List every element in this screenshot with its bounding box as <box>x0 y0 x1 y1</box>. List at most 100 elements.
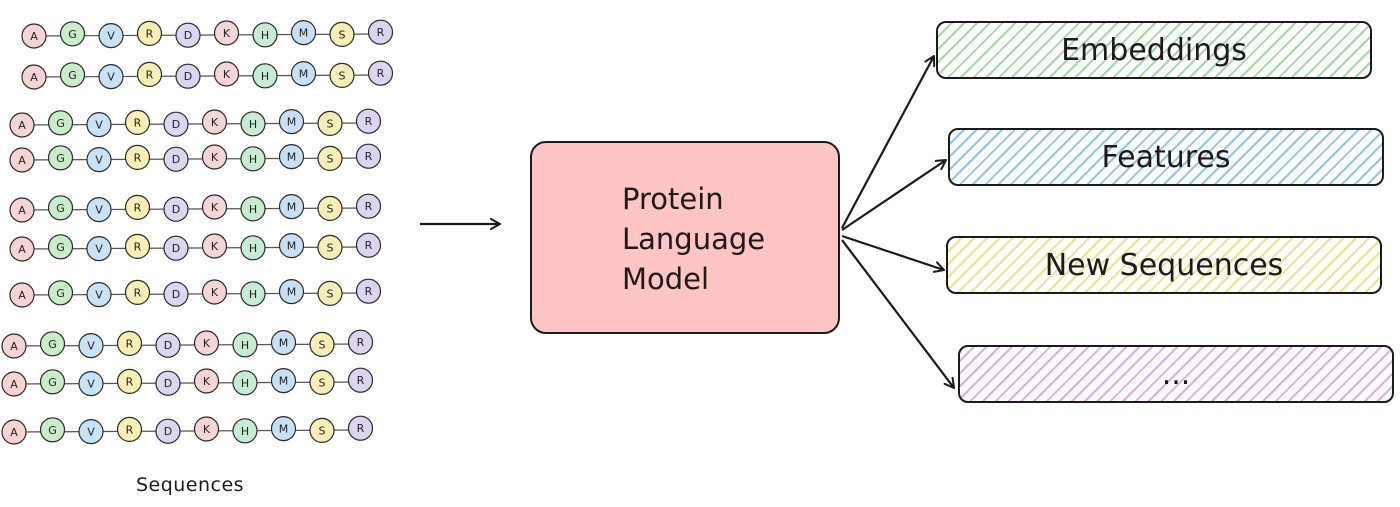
residue-letter: R <box>134 116 142 129</box>
residue-circle <box>175 63 201 89</box>
residue-letter: M <box>279 375 289 388</box>
residue-letter: K <box>211 151 219 164</box>
residue-circle <box>201 109 228 135</box>
residue-letter: M <box>287 201 297 214</box>
residue-letter: S <box>319 338 326 351</box>
residue-circle <box>355 143 382 169</box>
arrow-to-features <box>841 159 947 231</box>
residue-circle <box>116 368 143 394</box>
residue-circle <box>1 333 27 359</box>
residue-circle <box>232 418 258 444</box>
residue-circle <box>9 236 35 262</box>
residue-letter: D <box>172 118 180 131</box>
residue-circle <box>193 368 220 394</box>
residue-circle <box>347 329 374 355</box>
residue-letter: K <box>223 27 231 40</box>
residue-circle <box>193 330 220 356</box>
residue-letter: M <box>287 116 297 129</box>
residue-letter: M <box>279 337 289 350</box>
residue-letter: M <box>299 27 309 40</box>
residue-letter: R <box>377 26 385 39</box>
residue-letter: D <box>164 425 172 438</box>
residue-letter: M <box>299 68 309 81</box>
residue-circle <box>270 416 297 442</box>
residue-letter: V <box>95 154 103 167</box>
residue-letter: V <box>87 340 95 353</box>
protein-language-model-box: Protein Language Model <box>530 141 840 334</box>
residue-letter: D <box>184 70 192 83</box>
model-label: Protein Language Model <box>622 182 766 296</box>
residue-letter: G <box>56 241 65 254</box>
residue-circle <box>9 282 35 308</box>
residue-circle <box>124 279 151 305</box>
residue-circle <box>175 22 201 48</box>
residue-letter: R <box>134 151 142 164</box>
residue-circle <box>213 20 240 46</box>
residue-circle <box>86 147 112 173</box>
residue-letter: K <box>223 68 231 81</box>
sequence-link <box>21 122 369 126</box>
residue-letter: R <box>134 201 142 214</box>
residue-letter: K <box>211 286 219 299</box>
residue-circle <box>317 234 343 260</box>
residue-letter: V <box>95 243 103 256</box>
residue-circle <box>116 416 143 442</box>
output-more-label: ... <box>1161 356 1191 392</box>
residue-circle <box>136 20 163 47</box>
residue-letter: S <box>327 241 334 254</box>
residue-circle <box>86 236 112 262</box>
residue-letter: H <box>241 425 249 438</box>
residue-circle <box>78 419 104 445</box>
sequence-link <box>21 292 369 296</box>
residue-letter: S <box>339 28 346 41</box>
residue-letter: H <box>249 203 257 216</box>
residue-circle <box>317 110 343 137</box>
residue-circle <box>367 60 394 86</box>
residue-letter: A <box>10 378 18 391</box>
residue-letter: A <box>10 340 18 353</box>
sequence-link <box>21 207 369 211</box>
residue-circle <box>163 281 189 307</box>
residue-circle <box>155 370 181 396</box>
residue-letter: G <box>48 338 57 351</box>
sequence-link <box>13 381 361 385</box>
residue-letter: S <box>319 376 326 389</box>
residue-circle <box>47 195 74 221</box>
residue-circle <box>278 194 305 220</box>
residue-circle <box>47 234 74 260</box>
residue-letter: V <box>95 119 103 132</box>
sequence-link <box>13 429 361 433</box>
residue-letter: M <box>287 286 297 299</box>
residue-circle <box>9 112 35 138</box>
residue-letter: D <box>172 203 180 216</box>
residue-circle <box>124 144 151 170</box>
residue-circle <box>201 279 228 305</box>
residue-circle <box>270 330 297 356</box>
residue-letter: M <box>279 423 289 436</box>
residue-letter: R <box>365 239 373 252</box>
residue-circle <box>290 60 317 87</box>
output-embeddings: Embeddings <box>936 21 1372 79</box>
residue-letter: D <box>164 377 172 390</box>
output-features: Features <box>948 128 1384 186</box>
residue-circle <box>193 416 220 442</box>
residue-letter: S <box>339 69 346 82</box>
residue-circle <box>78 371 104 397</box>
residue-letter: G <box>56 202 65 215</box>
residue-letter: G <box>56 152 65 165</box>
residue-circle <box>201 194 228 220</box>
sequence-link <box>21 246 369 250</box>
residue-letter: V <box>95 204 103 217</box>
output-features-label: Features <box>1101 139 1231 175</box>
residue-letter: H <box>261 70 269 83</box>
residue-circle <box>163 196 189 222</box>
residue-letter: A <box>18 243 26 256</box>
residue-circle <box>116 330 143 356</box>
residue-circle <box>329 21 355 48</box>
residue-letter: M <box>287 151 297 164</box>
